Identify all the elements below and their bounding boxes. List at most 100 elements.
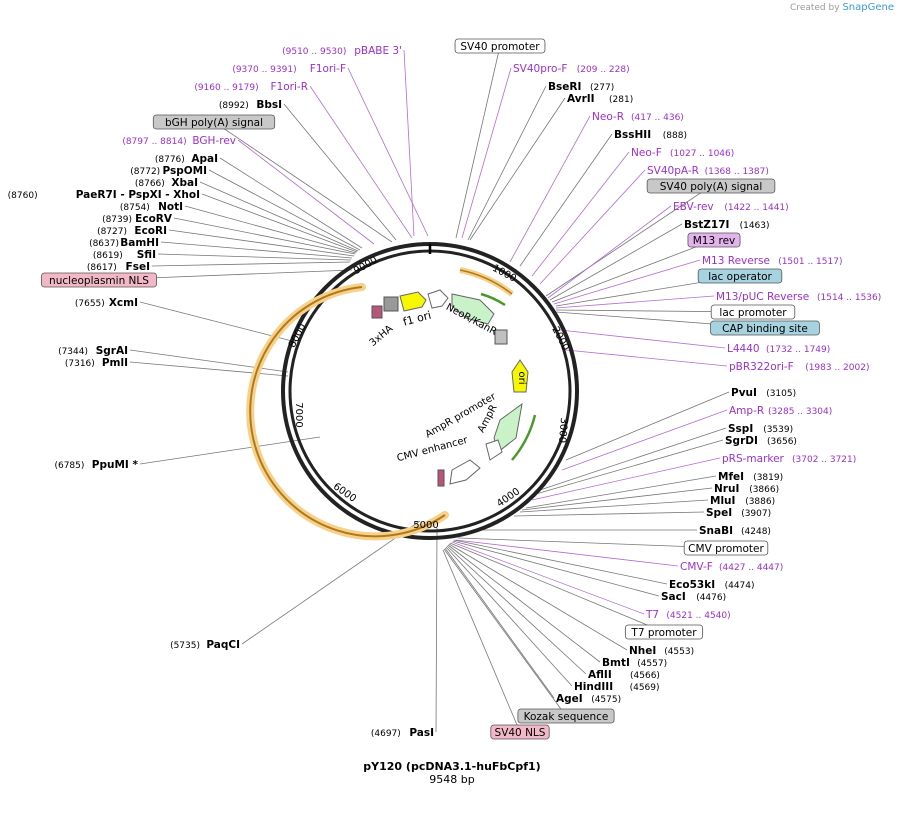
label-aflii-leader [446, 545, 587, 675]
label-l4440-position: (1732 .. 1749) [766, 345, 830, 355]
label-m13-reverse-position: (1501 .. 1517) [778, 257, 842, 267]
label-paqci-position: (5735) [170, 641, 200, 651]
label-nhei-leader [448, 543, 628, 651]
label-mlui-name: MluI [710, 495, 735, 507]
label-sv40pro-f-leader [461, 67, 512, 239]
label-cmv-f: CMV-F(4427 .. 4447) [680, 561, 783, 573]
tick-label-5000: 5000 [413, 520, 438, 531]
label-bseri-name: BseRI [548, 81, 581, 93]
label-t7: T7(4521 .. 4540) [645, 609, 731, 621]
label-neo-f-name: Neo-F [631, 147, 662, 159]
label-bgh-rev: BGH-rev(8797 .. 8814) [122, 135, 236, 147]
label-pasi-leader [435, 527, 438, 733]
tick-label-8000: 8000 [287, 322, 309, 350]
neo-upstream-arc-outline [459, 269, 513, 295]
label-sgrdi-position: (3656) [767, 437, 797, 447]
label-agei-name: AgeI [556, 693, 583, 705]
label-l4440: L4440(1732 .. 1749) [727, 343, 830, 355]
label-cmv-promoter-leader [457, 537, 727, 549]
label-sv40pro-f-position: (209 .. 228) [577, 65, 630, 75]
label-ecori-position: (8727) [97, 227, 127, 237]
label-sspi-name: SspI [728, 423, 753, 435]
feature-f1-ori-label: f1 ori [402, 309, 433, 329]
label-bgh-poly-a-signal: bGH poly(A) signal [152, 114, 276, 130]
label-eco53ki-position: (4474) [725, 581, 755, 591]
label-pspomi: PspOMI(8772) [130, 165, 207, 177]
label-paer7i-pspxi-xhoi: PaeR7I - PspXI - XhoI(8760) [8, 189, 200, 201]
ori-arrow [511, 359, 529, 393]
label-fsei-leader [151, 261, 351, 267]
label-xbai-leader [199, 181, 359, 252]
label-sv40pa-r-leader [539, 169, 646, 285]
ampr-arrow [493, 402, 523, 453]
label-bmti-position: (4557) [637, 659, 667, 669]
label-cmv-promoter-box [683, 540, 769, 556]
label-sspi-position: (3539) [763, 425, 793, 435]
label-ecorv-name: EcoRV [135, 213, 173, 225]
label-lac-promoter-box [710, 304, 796, 320]
label-eco53ki-leader [453, 539, 668, 585]
label-m13-rev-text: M13 rev [693, 235, 736, 247]
label-xcmi-leader [139, 301, 297, 343]
label-bgh-rev-name: BGH-rev [192, 135, 236, 147]
label-prs-marker-leader [531, 457, 721, 501]
label-t7-promoter-leader [449, 542, 665, 633]
label-noti-name: NotI [158, 201, 183, 213]
label-eco53ki-name: Eco53kI [669, 579, 715, 591]
promoter-arrow [427, 289, 449, 309]
label-saci-name: SacI [661, 591, 686, 603]
label-bseri-leader [467, 85, 547, 241]
label-kozak-sequence: Kozak sequence [517, 708, 615, 724]
label-pmli-position: (7316) [65, 359, 95, 369]
plasmid-length: 9548 bp [429, 773, 475, 786]
label-kozak-sequence-leader [443, 548, 567, 717]
label-xbai-name: XbaI [171, 177, 198, 189]
label-sgrdi-name: SgrDI [725, 435, 758, 447]
label-sv40pa-r: SV40pA-R(1368 .. 1387) [647, 165, 769, 177]
label-amp-r-position: (3285 .. 3304) [768, 407, 832, 417]
tick-label-3000: 3000 [556, 417, 569, 443]
label-pvui: PvuI(3105) [731, 387, 796, 399]
label-m13-rev-box [687, 232, 741, 248]
label-avrii-position: (281) [609, 95, 633, 105]
label-nhei-position: (4553) [664, 647, 694, 657]
label-mfei-position: (3819) [753, 473, 783, 483]
label-aflii-position: (4566) [630, 671, 660, 681]
label-avrii-leader [469, 97, 566, 241]
label-neo-r: Neo-R(417 .. 436) [592, 111, 684, 123]
label-ecorv-position: (8739) [102, 215, 132, 225]
label-sspi: SspI (3539) [728, 423, 793, 435]
label-f1ori-r: F1ori-R(9160 .. 9179) [194, 81, 308, 93]
label-fsei: FseI(8617) [87, 261, 150, 273]
label-mlui-leader [519, 499, 709, 513]
credit-prefix: Created by [790, 3, 840, 13]
label-xbai-position: (8766) [135, 179, 165, 189]
label-sv40-nls-text: SV40 NLS [495, 727, 546, 739]
label-pmli: PmlI(7316) [65, 357, 128, 369]
label-spei-name: SpeI [706, 507, 732, 519]
label-pbr322ori-f-leader [565, 349, 728, 367]
label-amp-r-leader [561, 409, 728, 471]
label-lac-promoter-text: lac promoter [719, 307, 787, 319]
label-sspi-leader [539, 427, 727, 491]
label-snabi-name: SnaBI [699, 525, 733, 537]
label-t7-promoter-box [624, 624, 704, 640]
label-sv40pa-r-name: SV40pA-R [647, 165, 699, 177]
label-bamhi-position: (8637) [89, 239, 119, 249]
label-ppumi-name: PpuMI * [92, 459, 139, 471]
backbone-outer-circle [281, 242, 579, 540]
label-bamhi-name: BamHI [120, 237, 159, 249]
label-bseri-position: (277) [590, 83, 614, 93]
label-ebv-rev: EBV-rev(1422 .. 1441) [673, 201, 789, 213]
amp-primer-arc [511, 414, 537, 461]
label-ebv-rev-leader [547, 205, 672, 299]
label-nucleoplasmin-nls-text: nucleoplasmin NLS [49, 275, 149, 287]
label-aflii-name: AflII [588, 669, 612, 681]
label-prs-marker-position: (3702 .. 3721) [792, 455, 856, 465]
label-bmti-name: BmtI [602, 657, 630, 669]
label-cmv-promoter: CMV promoter [683, 540, 769, 556]
label-amp-r-name: Amp-R [729, 405, 764, 417]
label-sv40pro-f-name: SV40pro-F [513, 63, 567, 75]
label-prs-marker-name: pRS-marker [722, 453, 785, 465]
label-f1ori-f-name: F1ori-F [310, 63, 346, 75]
